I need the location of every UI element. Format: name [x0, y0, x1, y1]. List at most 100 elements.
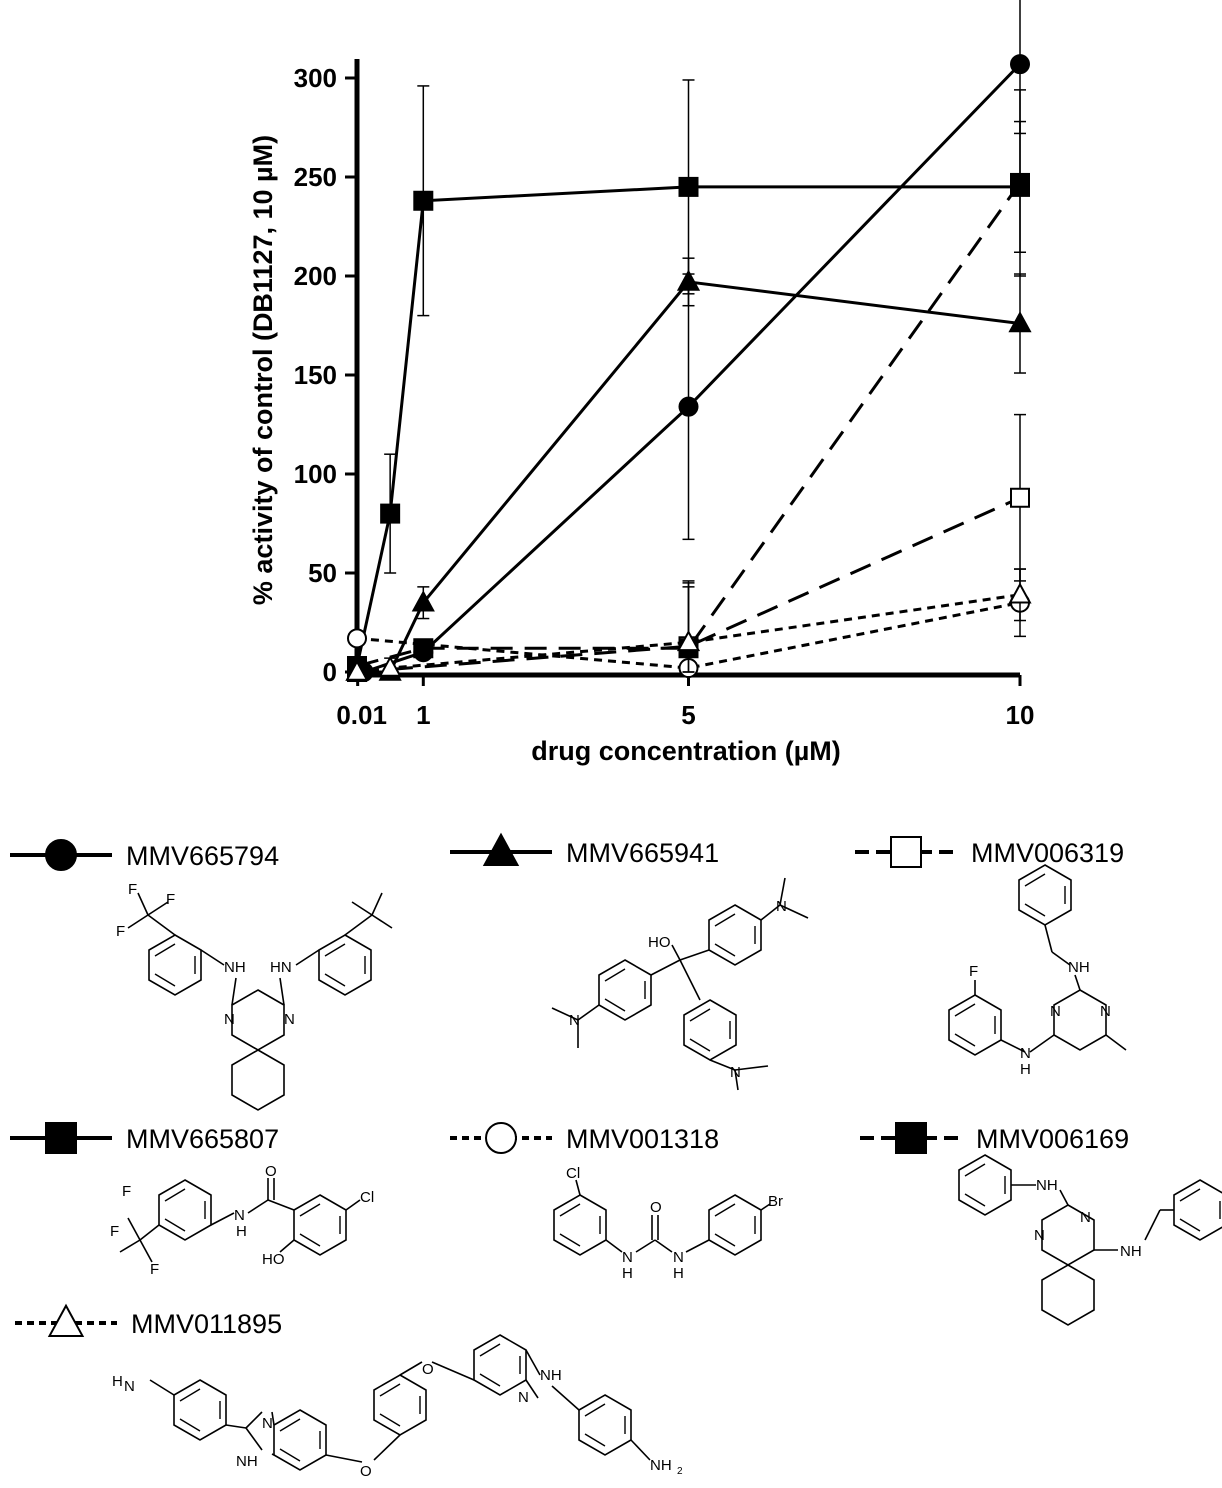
- legend-label: MMV665941: [566, 838, 719, 868]
- legend-marker: [47, 1303, 85, 1337]
- legend-item: MMV665941: [450, 832, 719, 868]
- y-tick-label: 100: [294, 459, 337, 489]
- atom-label: N: [1020, 1045, 1031, 1062]
- atom-label: H: [236, 1223, 247, 1240]
- x-tick-label: 0.01: [336, 700, 387, 730]
- legend-item: MMV665794: [10, 839, 279, 871]
- atom-label: NH: [540, 1367, 562, 1384]
- structure-mmv665941-labels: HO N N N: [569, 898, 787, 1081]
- data-point: [1008, 311, 1032, 333]
- atom-label: O: [650, 1199, 662, 1216]
- structure-mmv665807-labels: F F F O N H HO Cl: [110, 1163, 374, 1278]
- y-tick-label: 0: [323, 657, 337, 687]
- plot-axes: [354, 59, 1020, 678]
- structure-mmv006319-labels: F NH N N N H: [969, 959, 1111, 1078]
- data-point: [1008, 582, 1032, 604]
- legend-label: MMV001318: [566, 1124, 719, 1154]
- atom-label: N: [1034, 1227, 1045, 1244]
- data-point: [347, 628, 367, 649]
- data-point: [413, 638, 434, 659]
- legend-marker: [895, 1122, 927, 1154]
- data-point: [1010, 172, 1030, 193]
- y-tick-label: 200: [294, 261, 337, 291]
- structure-mmv006169: [958, 1154, 1222, 1326]
- atom-label: N: [1050, 1003, 1061, 1020]
- y-axis-title: % activity of control (DB1127, 10 µM): [248, 135, 278, 605]
- atom-label: H: [673, 1265, 684, 1282]
- atom-label: N: [1100, 1003, 1111, 1020]
- legend-item: MMV006169: [860, 1122, 1129, 1154]
- structure-mmv665794-labels: F F F NH HN N N: [116, 881, 295, 1028]
- legend-label: MMV665794: [126, 841, 279, 871]
- y-tick-label: 250: [294, 162, 337, 192]
- atom-label: F: [150, 1261, 159, 1278]
- atom-label: 2: [677, 1466, 683, 1477]
- data-point: [1010, 54, 1030, 75]
- legend-label: MMV011895: [131, 1309, 282, 1339]
- x-axis-ticks: 0.01 1 5 10: [336, 675, 1034, 730]
- structure-mmv001318-labels: Cl O N H N H Br: [566, 1165, 783, 1282]
- atom-label: HN: [270, 959, 292, 976]
- atom-label: F: [116, 923, 125, 940]
- atom-label: HO: [648, 934, 671, 951]
- atom-label: N: [569, 1012, 580, 1029]
- atom-label: N: [262, 1415, 273, 1432]
- data-point: [1010, 487, 1030, 508]
- data-point: [678, 396, 699, 417]
- series-line: [356, 496, 1021, 674]
- atom-label: H: [112, 1373, 123, 1390]
- atom-label: F: [110, 1223, 119, 1240]
- data-point: [411, 590, 435, 612]
- atom-label: N: [284, 1011, 295, 1028]
- structure-mmv665807: [119, 1178, 361, 1263]
- atom-label: NH: [650, 1457, 672, 1474]
- atom-label: N: [224, 1011, 235, 1028]
- x-tick-label: 10: [1006, 700, 1035, 730]
- legend-marker: [482, 832, 520, 866]
- structure-mmv011895: [149, 1334, 651, 1471]
- atom-label: N: [673, 1249, 684, 1266]
- atom-label: N: [730, 1064, 741, 1081]
- legend-label: MMV006319: [971, 838, 1124, 868]
- atom-label: NH: [1120, 1243, 1142, 1260]
- atom-label: N: [124, 1378, 135, 1395]
- legend-label: MMV006169: [976, 1124, 1129, 1154]
- structure-mmv006319: [948, 864, 1127, 1056]
- atom-label: HO: [262, 1251, 285, 1268]
- atom-label: Br: [768, 1193, 783, 1210]
- legend-label: MMV665807: [126, 1124, 279, 1154]
- atom-label: F: [166, 891, 175, 908]
- atom-label: O: [360, 1463, 372, 1480]
- x-tick-label: 5: [681, 700, 695, 730]
- data-point: [678, 176, 699, 197]
- atom-label: F: [969, 963, 978, 980]
- legend-marker: [45, 839, 77, 871]
- data-point: [676, 629, 701, 652]
- atom-label: N: [234, 1207, 245, 1224]
- legend-item: MMV011895: [15, 1303, 282, 1339]
- atom-label: N: [518, 1389, 529, 1406]
- x-axis-title: drug concentration (µM): [531, 736, 841, 766]
- x-tick-label: 1: [416, 700, 430, 730]
- atom-label: H: [622, 1265, 633, 1282]
- y-axis-ticks: 0 50 100 150 200 250 300: [294, 63, 357, 687]
- legend-item: MMV001318: [450, 1122, 719, 1154]
- data-point: [380, 503, 401, 524]
- atom-label: NH: [224, 959, 246, 976]
- series-line: [356, 593, 1021, 674]
- y-tick-label: 300: [294, 63, 337, 93]
- structure-mmv665794: [127, 892, 393, 1111]
- structure-mmv665941: [551, 877, 809, 1091]
- y-tick-label: 150: [294, 360, 337, 390]
- legend-marker: [45, 1122, 77, 1154]
- data-point: [413, 190, 434, 211]
- atom-label: NH: [1036, 1177, 1058, 1194]
- atom-label: N: [622, 1249, 633, 1266]
- atom-label: Cl: [360, 1189, 374, 1206]
- y-tick-label: 50: [308, 558, 337, 588]
- atom-label: F: [122, 1183, 131, 1200]
- data-point: [345, 659, 369, 681]
- atom-label: F: [128, 881, 137, 898]
- atom-label: O: [265, 1163, 277, 1180]
